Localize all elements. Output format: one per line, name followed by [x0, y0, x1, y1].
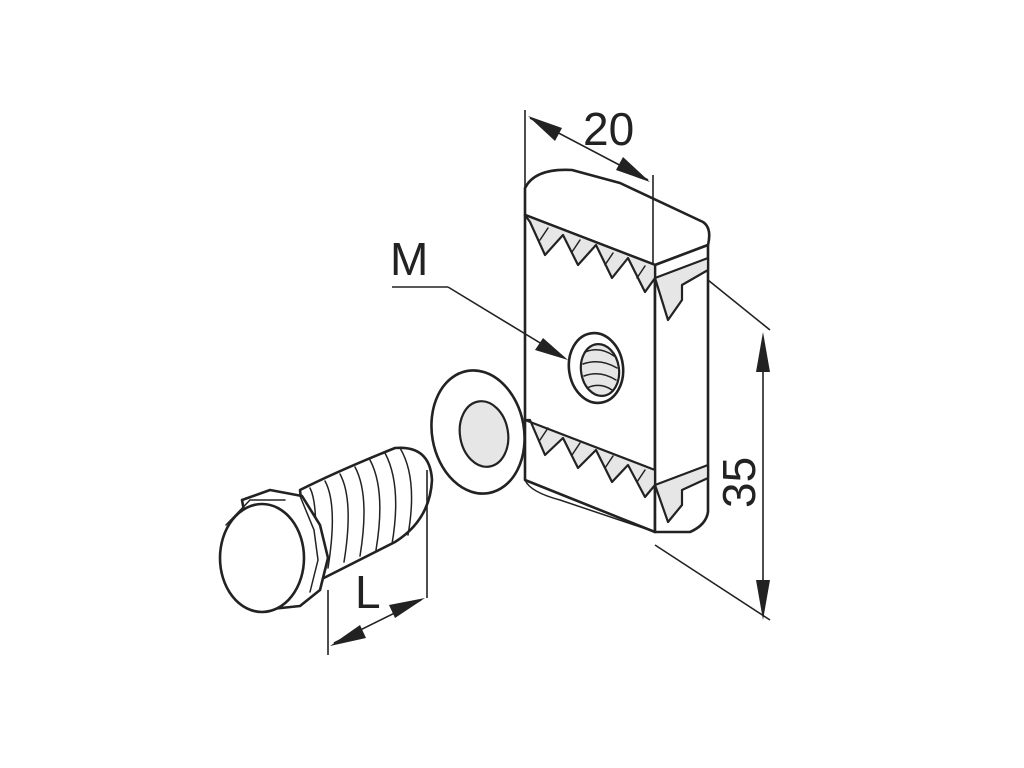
channel-nut-plate — [523, 168, 711, 534]
plate-serrations-lower — [523, 418, 710, 524]
plate-serrations-upper — [523, 213, 710, 322]
washer-hole — [458, 400, 510, 468]
threaded-hole — [567, 331, 625, 405]
dimension-height-label: 35 — [713, 457, 765, 508]
dimension-width-label: 20 — [583, 103, 634, 155]
thread-callout: M — [390, 233, 568, 360]
thread-callout-label: M — [390, 233, 428, 285]
bolt-shank — [298, 446, 434, 587]
dimension-height: 35 — [654, 279, 771, 621]
plate-bottom-edge — [524, 479, 656, 533]
dimension-width: 20 — [524, 103, 654, 265]
bolt-head-face — [218, 502, 306, 614]
bolt — [218, 446, 434, 614]
bolt-threads — [309, 447, 413, 576]
dimension-length: L — [327, 470, 428, 655]
washer — [430, 369, 526, 495]
dimension-length-label: L — [355, 566, 381, 618]
